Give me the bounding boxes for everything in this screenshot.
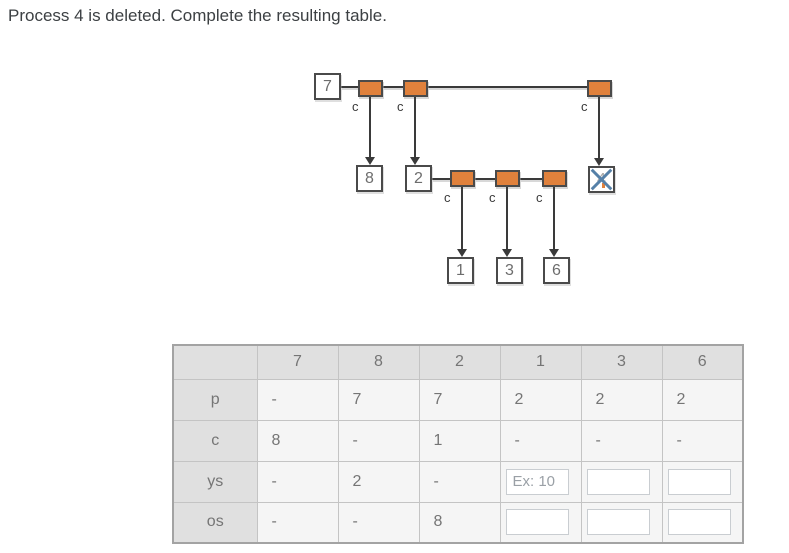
cell-c-7: 8 [256,419,339,462]
process-box-3: 3 [496,257,523,284]
orange-tick [602,183,605,188]
cell-ys-8: 2 [337,460,420,503]
cell-ys-7: - [256,460,339,503]
table-corner-cell [172,344,258,380]
col-header-1: 1 [499,344,582,380]
link-node [587,80,612,97]
arrow-down [549,187,559,257]
col-header-6: 6 [661,344,744,380]
cell-p-3: 2 [580,378,663,421]
row-label-p: p [172,378,258,421]
row-label-c: c [172,419,258,462]
cell-c-6: - [661,419,744,462]
link-node [495,170,520,187]
child-pointer-label: c [581,99,588,114]
input-ys-3[interactable] [586,468,650,495]
connector-line [428,86,587,88]
cell-p-1: 2 [499,378,582,421]
connector-line [341,86,358,88]
table-row-ys: ys - 2 - [172,460,744,503]
input-os-3[interactable] [586,509,650,536]
cell-ys-1 [499,460,582,503]
connector-line [475,178,495,180]
input-ys-1[interactable] [505,468,569,495]
input-ys-6[interactable] [667,468,731,495]
table-header-row: 7 8 2 1 3 6 [172,344,744,380]
col-header-8: 8 [337,344,420,380]
process-box-7: 7 [314,73,341,100]
col-header-2: 2 [418,344,501,380]
child-pointer-label: c [352,99,359,114]
connector-line [520,178,542,180]
connector-line [383,86,403,88]
process-box-6: 6 [543,257,570,284]
link-node [358,80,383,97]
cell-ys-2: - [418,460,501,503]
cell-os-3 [580,501,663,544]
cell-os-2: 8 [418,501,501,544]
page-title: Process 4 is deleted. Complete the resul… [8,6,387,25]
process-box-1: 1 [447,257,474,284]
table-row-os: os - - 8 [172,501,744,544]
link-node [450,170,475,187]
child-pointer-label: c [489,190,496,205]
row-label-ys: ys [172,460,258,503]
delete-cross-icon [590,168,613,191]
process-box-4-deleted: 4 [588,166,615,193]
cell-os-8: - [337,501,420,544]
connector-line [432,178,450,180]
child-pointer-label: c [397,99,404,114]
process-number: 8 [365,169,374,187]
input-os-6[interactable] [667,509,731,536]
col-header-7: 7 [256,344,339,380]
process-table: 7 8 2 1 3 6 p - 7 7 2 2 2 c 8 - 1 - - - … [172,344,744,544]
process-number: 7 [323,77,332,95]
cell-p-2: 7 [418,378,501,421]
process-number: 6 [552,261,561,279]
arrow-down [457,187,467,257]
input-os-1[interactable] [505,509,569,536]
link-node [403,80,428,97]
cell-os-7: - [256,501,339,544]
process-box-8: 8 [356,165,383,192]
process-box-2: 2 [405,165,432,192]
cell-c-2: 1 [418,419,501,462]
table-row-c: c 8 - 1 - - - [172,419,744,462]
table-row-p: p - 7 7 2 2 2 [172,378,744,421]
arrow-down [594,97,604,166]
cell-c-1: - [499,419,582,462]
arrow-down [365,97,375,165]
process-number: 3 [505,261,514,279]
cell-p-8: 7 [337,378,420,421]
cell-ys-6 [661,460,744,503]
cell-p-7: - [256,378,339,421]
process-number: 2 [414,169,423,187]
cell-os-6 [661,501,744,544]
child-pointer-label: c [536,190,543,205]
arrow-down [410,97,420,165]
process-number: 1 [456,261,465,279]
cell-c-3: - [580,419,663,462]
cell-c-8: - [337,419,420,462]
cell-ys-3 [580,460,663,503]
cell-os-1 [499,501,582,544]
row-label-os: os [172,501,258,544]
cell-p-6: 2 [661,378,744,421]
col-header-3: 3 [580,344,663,380]
child-pointer-label: c [444,190,451,205]
arrow-down [502,187,512,257]
link-node [542,170,567,187]
